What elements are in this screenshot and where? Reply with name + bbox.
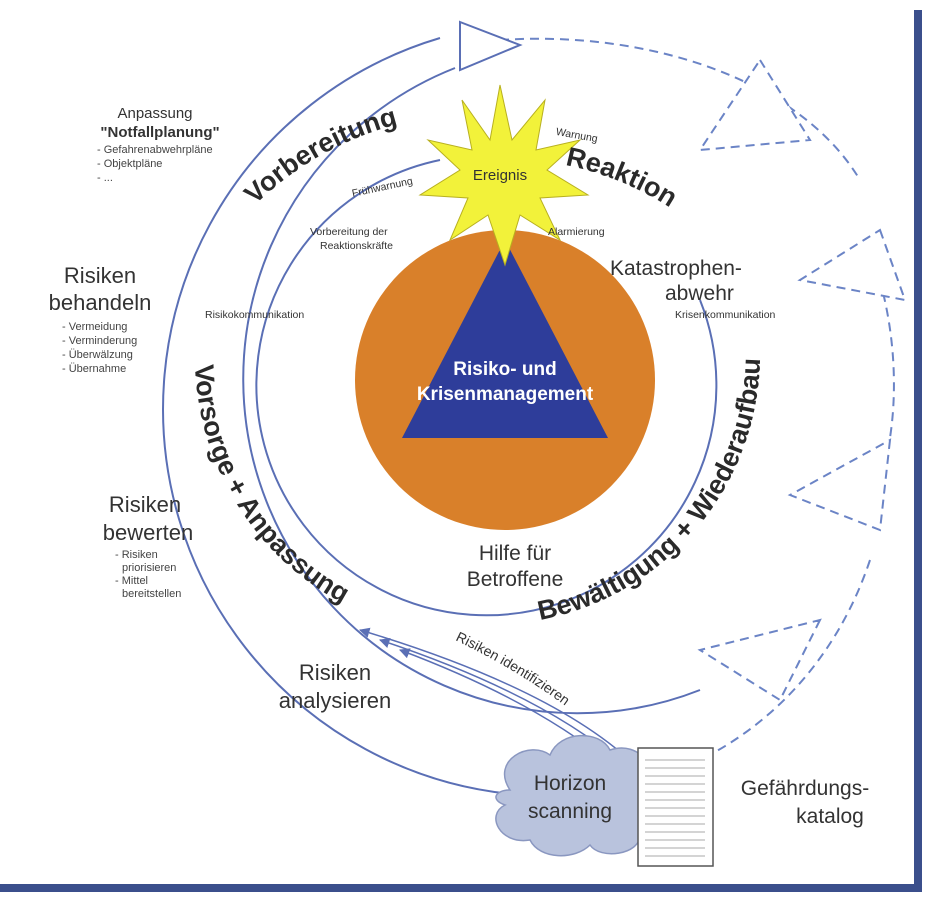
dashed-arrowhead-4 [697, 618, 822, 702]
bewerten-title-2: bewerten [103, 520, 194, 545]
analysieren-title-1: Risiken [299, 660, 371, 685]
label-alarmierung: Alarmierung [548, 226, 605, 238]
cycle-rings [162, 37, 718, 797]
bewerten-title-1: Risiken [109, 492, 181, 517]
anpassung-title-1: Anpassung [117, 105, 192, 122]
anpassung-item-3: - ... [97, 172, 113, 184]
outer-ring [162, 37, 661, 797]
label-hilfe-1: Hilfe für [479, 542, 551, 565]
side-behandeln: Risiken behandeln - Vermeidung - Vermind… [49, 263, 152, 375]
middle-ring [242, 67, 701, 715]
label-katastrophenabwehr-1: Katastrophen- [610, 257, 742, 280]
center-title-line2: Krisenmanagement [417, 384, 594, 405]
bewerten-item-2: priorisieren [122, 562, 176, 574]
catalog-label-1: Gefährdungs- [741, 777, 869, 800]
event-star [418, 84, 590, 267]
behandeln-item-2: - Verminderung [62, 335, 137, 347]
bewerten-item-1: - Risiken [115, 549, 158, 561]
label-hilfe-2: Betroffene [467, 568, 564, 591]
anpassung-item-2: - Objektpläne [97, 158, 162, 170]
label-vorbereitung-reaktionskraefte-2: Reaktionskräfte [320, 240, 393, 252]
label-katastrophenabwehr-2: abwehr [665, 282, 734, 305]
anpassung-title-2: "Notfallplanung" [100, 124, 219, 141]
side-analysieren: Risiken analysieren [279, 660, 392, 713]
catalog-lines [645, 759, 705, 857]
behandeln-item-1: - Vermeidung [62, 321, 127, 333]
side-anpassung: Anpassung "Notfallplanung" - Gefahrenabw… [97, 105, 220, 184]
center-title-line1: Risiko- und [453, 359, 556, 380]
dashed-arrowhead-2 [797, 228, 907, 302]
side-bewerten: Risiken bewerten - Risiken priorisieren … [103, 492, 194, 600]
label-krisenkommunikation: Krisenkommunikation [675, 309, 776, 321]
phase-vorsorge: Vorsorge + Anpassung [189, 364, 355, 609]
horizon-label-2: scanning [528, 800, 612, 823]
event-label: Ereignis [473, 167, 527, 184]
label-risikokommunikation: Risikokommunikation [205, 309, 304, 321]
frame-bottom-shadow [0, 884, 922, 892]
catalog-label-2: katalog [796, 805, 864, 828]
center-triangle [402, 240, 608, 438]
bewerten-item-4: bereitstellen [122, 588, 181, 600]
dashed-arrowheads [697, 58, 907, 702]
anpassung-item-1: - Gefahrenabwehrpläne [97, 144, 213, 156]
behandeln-item-3: - Überwälzung [62, 349, 133, 361]
behandeln-item-4: - Übernahme [62, 363, 126, 375]
behandeln-title-1: Risiken [64, 263, 136, 288]
label-fruehwarnung: Frühwarnung [351, 175, 414, 200]
dashed-arrowhead-1 [698, 58, 812, 152]
label-vorbereitung-reaktionskraefte-1: Vorbereitung der [310, 226, 388, 238]
frame-right-shadow [914, 10, 922, 890]
inner-ring [255, 159, 718, 617]
analysieren-title-2: analysieren [279, 688, 392, 713]
horizon-label-1: Horizon [534, 772, 606, 795]
cloud-shape [495, 734, 662, 857]
dashed-arc-1 [499, 37, 861, 181]
catalog-document [637, 747, 714, 867]
dashed-arrowhead-3 [787, 438, 892, 532]
phase-reaktion: Reaktion [564, 141, 683, 212]
bewerten-item-3: - Mittel [115, 575, 148, 587]
top-arrowhead [459, 20, 523, 72]
behandeln-title-2: behandeln [49, 290, 152, 315]
horizon-cloud: Horizon scanning [495, 734, 662, 857]
dashed-arc-3 [699, 559, 871, 761]
